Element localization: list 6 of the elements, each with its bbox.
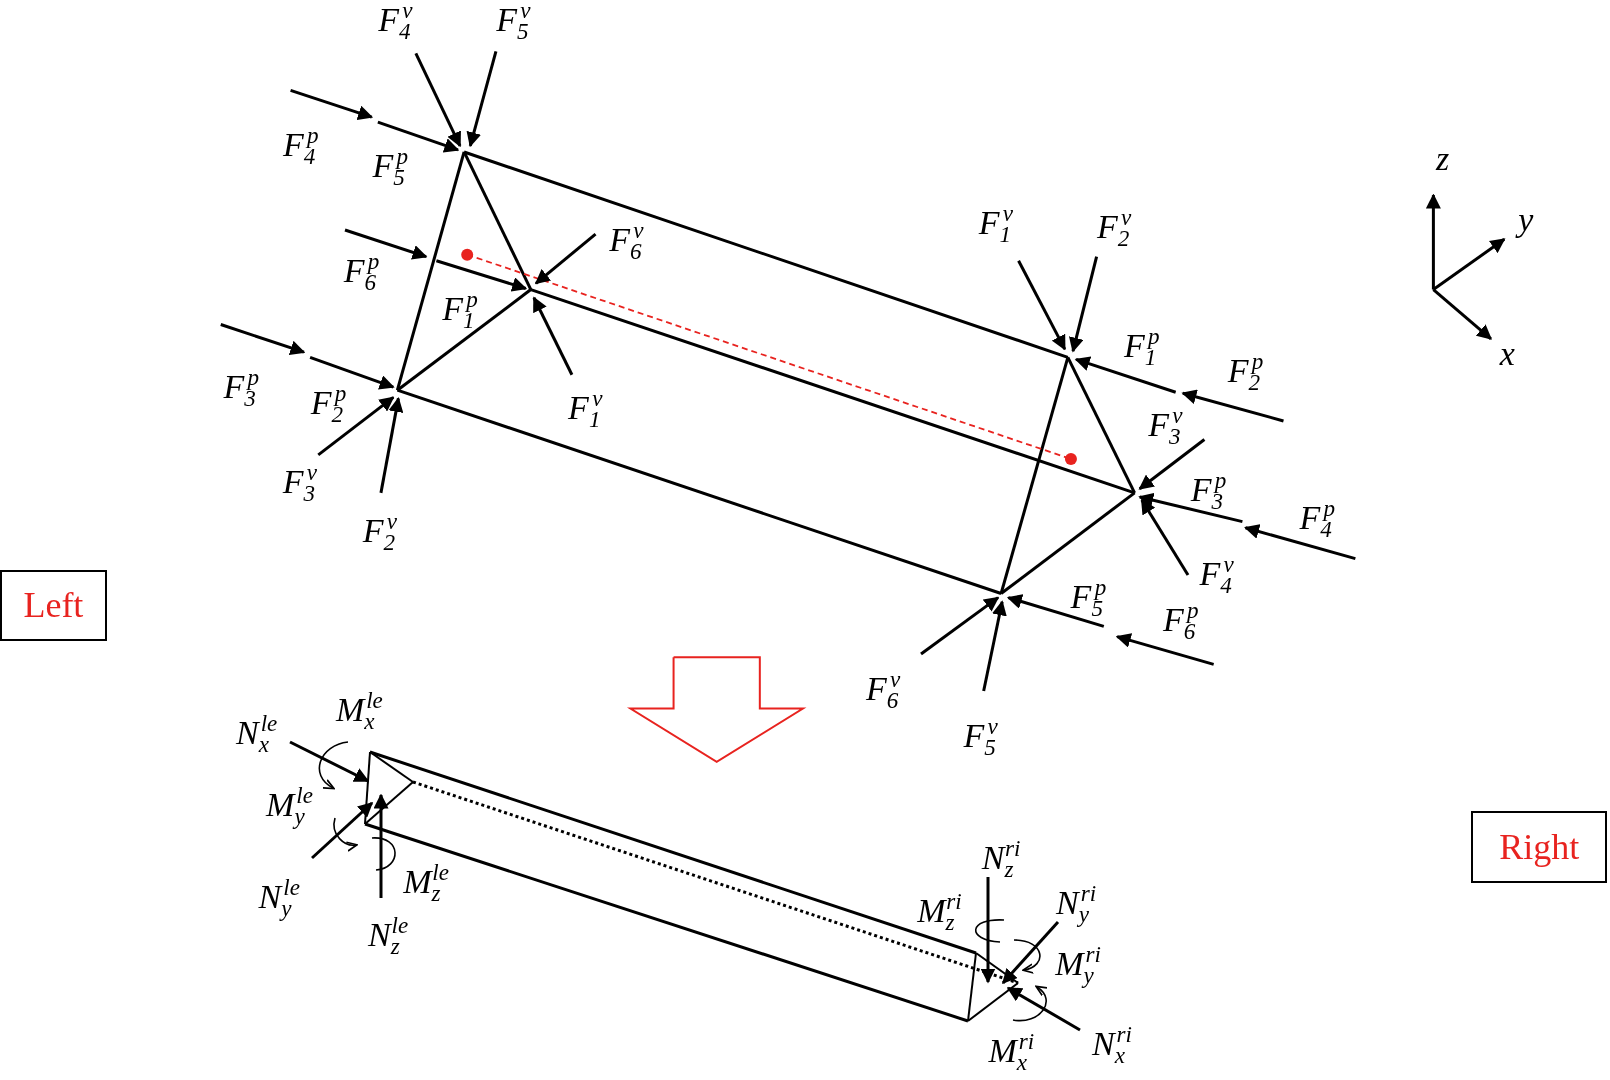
text-box	[0, 569, 107, 641]
side-label: Left	[23, 584, 84, 627]
axis-label: x	[1499, 337, 1515, 372]
text-box	[1471, 811, 1607, 884]
axis-label: z	[1436, 142, 1450, 177]
side-label: Right	[1499, 826, 1580, 869]
